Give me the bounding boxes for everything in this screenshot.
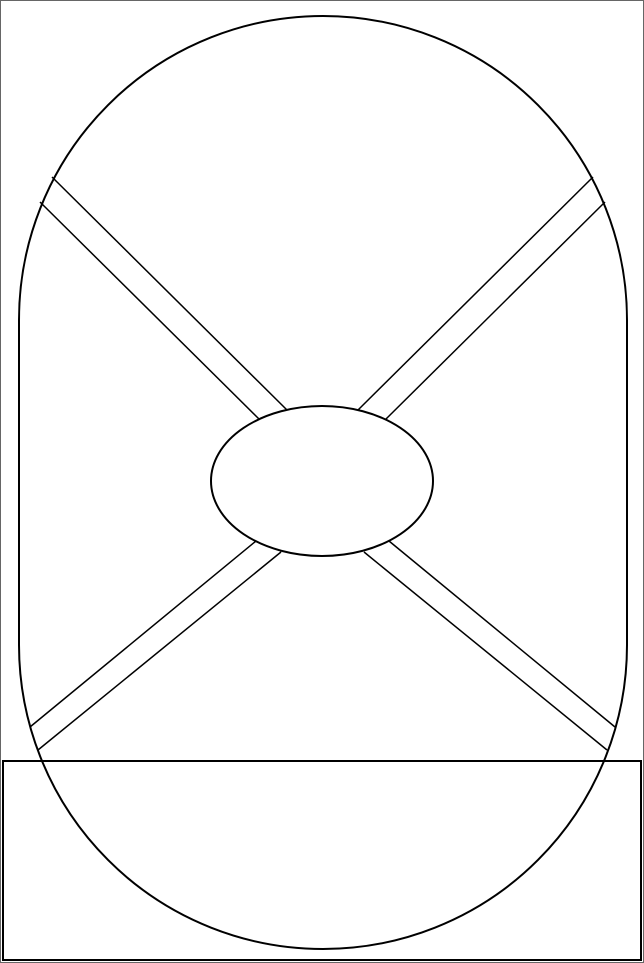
- lower-left-band-inner-line: [29, 540, 257, 728]
- lower-right-band-outer-line: [363, 551, 608, 751]
- lower-right-band: [363, 540, 616, 751]
- upper-right-band: [357, 176, 606, 420]
- upper-left-band-outer-line: [51, 176, 288, 411]
- upper-right-band-inner-line: [385, 201, 606, 420]
- stadium-outline: [18, 15, 628, 950]
- lower-right-band-inner-line: [388, 540, 616, 728]
- base-rectangle: [2, 760, 642, 961]
- upper-right-band-outer-line: [357, 176, 594, 411]
- upper-left-band-inner-line: [39, 201, 260, 420]
- upper-left-band: [39, 176, 288, 420]
- lower-left-band: [29, 540, 282, 751]
- center-ellipse: [210, 405, 434, 557]
- lower-left-band-outer-line: [37, 551, 282, 751]
